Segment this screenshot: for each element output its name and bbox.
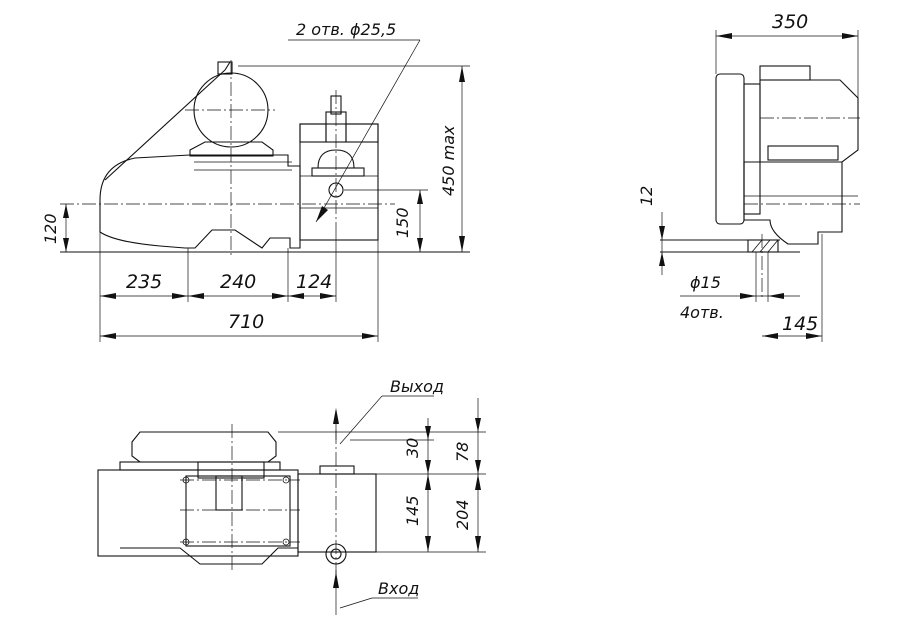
front-view: 2 отв. ϕ25,5 450 max 150 120 235 24 <box>41 20 470 342</box>
dim-78: 78 <box>453 442 472 462</box>
pump-body-outline <box>99 154 301 249</box>
motor-foot <box>189 141 274 157</box>
dim-hole-count: 4отв. <box>680 303 724 322</box>
side-motor-body <box>759 79 859 163</box>
side-pump-body <box>743 161 843 245</box>
top-motor <box>131 431 277 463</box>
dim-204: 204 <box>453 499 472 530</box>
label-outlet: Выход <box>390 377 444 396</box>
note-holes: 2 отв. ϕ25,5 <box>296 20 396 39</box>
dim-b: 240 <box>220 271 256 293</box>
belt-guard-line <box>104 69 226 181</box>
top-view: Выход Вход 30 78 145 204 <box>97 377 486 615</box>
side-base-hatch <box>747 239 779 253</box>
dim-width: 350 <box>772 11 808 33</box>
pump-head <box>299 123 379 241</box>
dim-shaft-height: 120 <box>41 213 60 244</box>
dim-height-total: 450 max <box>439 125 458 196</box>
top-body <box>97 469 299 557</box>
pump-valve <box>317 149 355 169</box>
top-pump-head <box>297 473 377 553</box>
side-view: 350 12 ϕ15 4отв. 145 <box>637 11 860 342</box>
top-mount-plate <box>185 475 291 547</box>
dim-outlet-height: 150 <box>393 207 412 238</box>
side-motor-face <box>715 73 745 225</box>
dim-c: 124 <box>296 271 332 293</box>
dim-145: 145 <box>403 495 422 526</box>
dim-a: 235 <box>126 271 162 293</box>
dim-30: 30 <box>403 438 422 458</box>
motor-lifting-eye <box>217 61 233 75</box>
dim-base-thickness: 12 <box>637 186 656 206</box>
dim-hole-dia: ϕ15 <box>690 273 721 292</box>
dim-offset: 145 <box>782 313 818 335</box>
dim-length: 710 <box>228 311 264 333</box>
label-inlet: Вход <box>378 579 419 598</box>
